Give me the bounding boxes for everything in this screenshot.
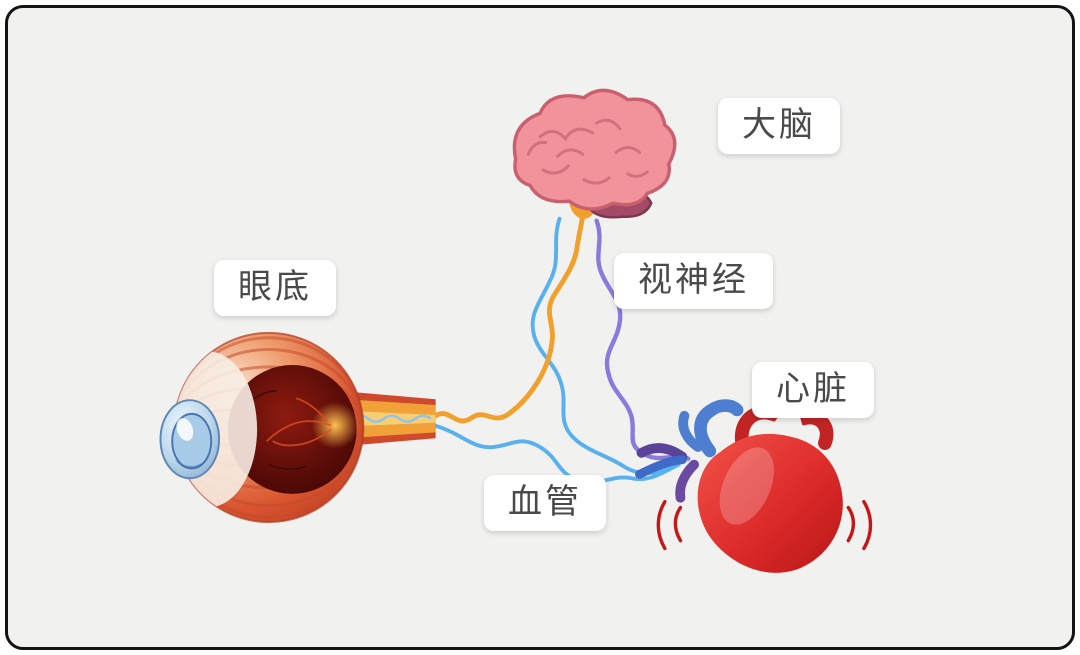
label-vessel: 血管: [484, 475, 606, 531]
brain-sulci: [526, 118, 649, 185]
label-brain: 大脑: [718, 98, 840, 154]
diagram-frame: 眼底 大脑 视神经 心脏 血管: [5, 5, 1075, 650]
heart-body: [697, 433, 843, 573]
vena-cava-purple: [675, 459, 700, 503]
lens-shadow: [174, 456, 211, 469]
optic-nerve-tube-core: [344, 410, 436, 427]
optic-nerve-vessel-squiggle: [351, 414, 432, 423]
optic-disc-glow: [311, 402, 359, 449]
fundus-interior: [227, 365, 357, 494]
lens-highlight: [176, 418, 194, 441]
heartbeat-lines-left: [656, 499, 683, 551]
pulmonary-artery: [694, 399, 744, 458]
connector-lines: [430, 212, 691, 484]
brain-illustration: [512, 88, 677, 219]
vessel-line-eye-to-heart: [432, 423, 681, 484]
vessel-line-brain-to-heart: [530, 216, 675, 476]
label-fundus: 眼底: [214, 260, 336, 316]
cerebrum: [512, 88, 677, 211]
heart-highlight: [719, 447, 774, 525]
heart-illustration: [656, 387, 873, 573]
eye-illustration: [159, 331, 436, 524]
heartbeat-lines-right: [846, 499, 873, 551]
diagram-artwork: [159, 88, 873, 573]
vessel-line-heart-stub: [635, 455, 687, 479]
label-heart: 心脏: [752, 362, 874, 418]
optic-nerve-line-eye-to-brain: [430, 212, 586, 424]
retinal-vessels: [266, 397, 332, 447]
pulmonary-branch: [678, 410, 703, 452]
nerve-line-heart-stub: [636, 443, 688, 462]
label-optic-nerve: 视神经: [614, 253, 773, 309]
